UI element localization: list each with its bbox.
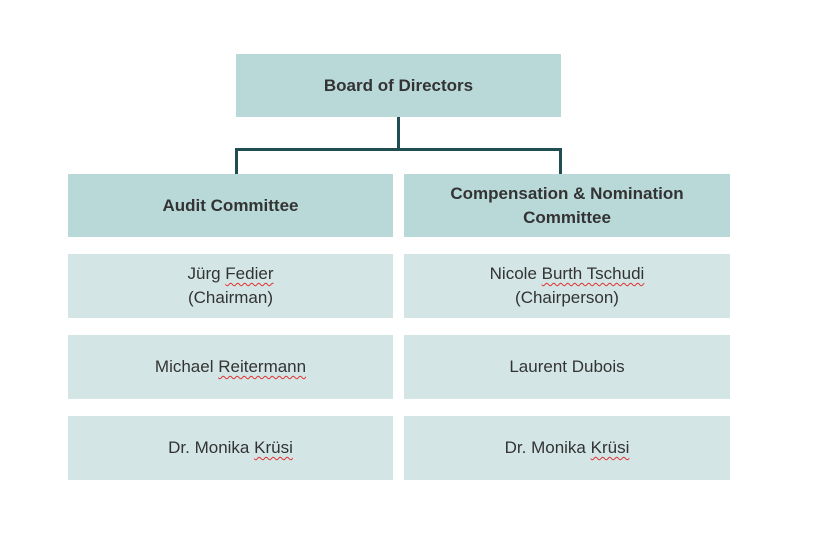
connector-right [559,148,562,174]
connector-left [235,148,238,174]
member-name-spellcheck: Krüsi [254,438,293,457]
committee-title-line1: Compensation & Nomination [450,183,684,203]
member-box: Nicole Burth Tschudi (Chairperson) [404,254,730,318]
member-box: Michael Reitermann [68,335,393,399]
member-name-text: Jürg [187,264,226,283]
member-box: Jürg Fedier (Chairman) [68,254,393,318]
member-name: Nicole Burth Tschudi [490,262,645,286]
member-name: Dr. Monika Krüsi [168,436,293,460]
member-box: Laurent Dubois [404,335,730,399]
member-name-text: Dr. Monika [168,438,255,457]
member-role: (Chairperson) [515,288,619,307]
member-name-spellcheck: Reitermann [218,357,307,376]
compensation-committee-header: Compensation & Nomination Committee [404,174,730,237]
committee-title: Audit Committee [162,195,299,215]
member-name-text: Nicole [489,264,542,283]
member-box: Dr. Monika Krüsi [68,416,393,480]
member-name: Dr. Monika Krüsi [505,436,630,460]
audit-committee-header: Audit Committee [68,174,393,237]
member-name-spellcheck: Burth Tschudi [541,264,645,283]
board-title: Board of Directors [323,75,474,95]
connector-horizontal [235,148,562,151]
member-role: (Chairman) [187,288,274,307]
member-name-text: Dr. Monika [504,438,591,457]
committee-title-line2: Committee [523,207,611,227]
board-of-directors-box: Board of Directors [236,54,561,117]
member-box: Dr. Monika Krüsi [404,416,730,480]
member-name-text: Michael [154,357,219,376]
member-name: Laurent Dubois [509,355,624,379]
member-name-spellcheck: Fedier [225,264,274,283]
member-name: Michael Reitermann [155,355,306,379]
member-name: Jürg Fedier [188,262,274,286]
member-name-spellcheck: Krüsi [590,438,630,457]
connector-vertical-main [397,117,400,151]
member-name-text: Laurent Dubois [509,357,625,376]
